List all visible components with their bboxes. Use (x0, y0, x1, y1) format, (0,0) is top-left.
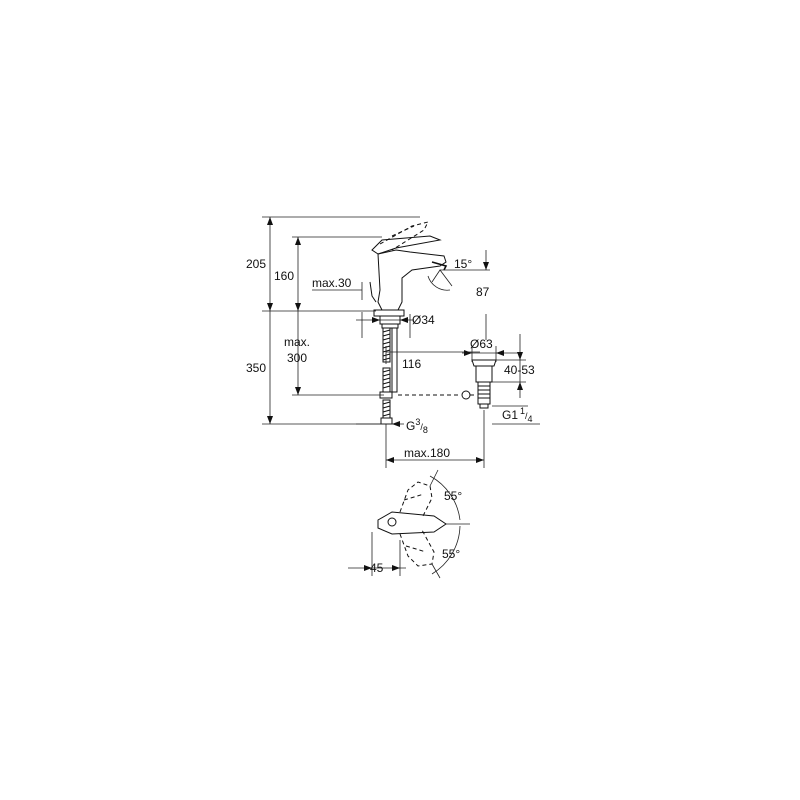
dimension-max-label: max. (284, 335, 310, 349)
dimension-max30: max.30 (312, 276, 352, 290)
faucet-top-view (348, 469, 470, 579)
vertical-dimensions (262, 216, 420, 425)
spout-dimensions (427, 250, 490, 340)
waste-dimensions (462, 334, 540, 425)
dimension-max180: max.180 (404, 446, 450, 460)
g38-dimension (356, 421, 404, 427)
top-dimensions (312, 282, 480, 364)
dimension-dia34: Ø34 (412, 313, 435, 327)
dimension-angle55-bottom: 55° (442, 547, 460, 561)
dimension-angle55-top: 55° (444, 489, 462, 503)
dimension-300: 300 (287, 351, 307, 365)
dimension-87: 87 (476, 285, 490, 299)
dimension-116: 116 (402, 357, 421, 371)
dimension-angle15: 15° (454, 257, 472, 271)
dimension-160: 160 (274, 269, 294, 283)
max180-dimension (385, 410, 485, 468)
dimension-45: 45 (370, 561, 384, 575)
dimension-205: 205 (246, 257, 266, 271)
dimension-dia63: Ø63 (470, 337, 493, 351)
dimension-350: 350 (246, 361, 266, 375)
faucet-side-view (369, 221, 448, 317)
mounting-assembly (379, 315, 401, 425)
dimension-g38: G3/8 (406, 417, 428, 435)
waste-assembly (398, 359, 497, 409)
dimension-40-53: 40-53 (504, 363, 535, 377)
